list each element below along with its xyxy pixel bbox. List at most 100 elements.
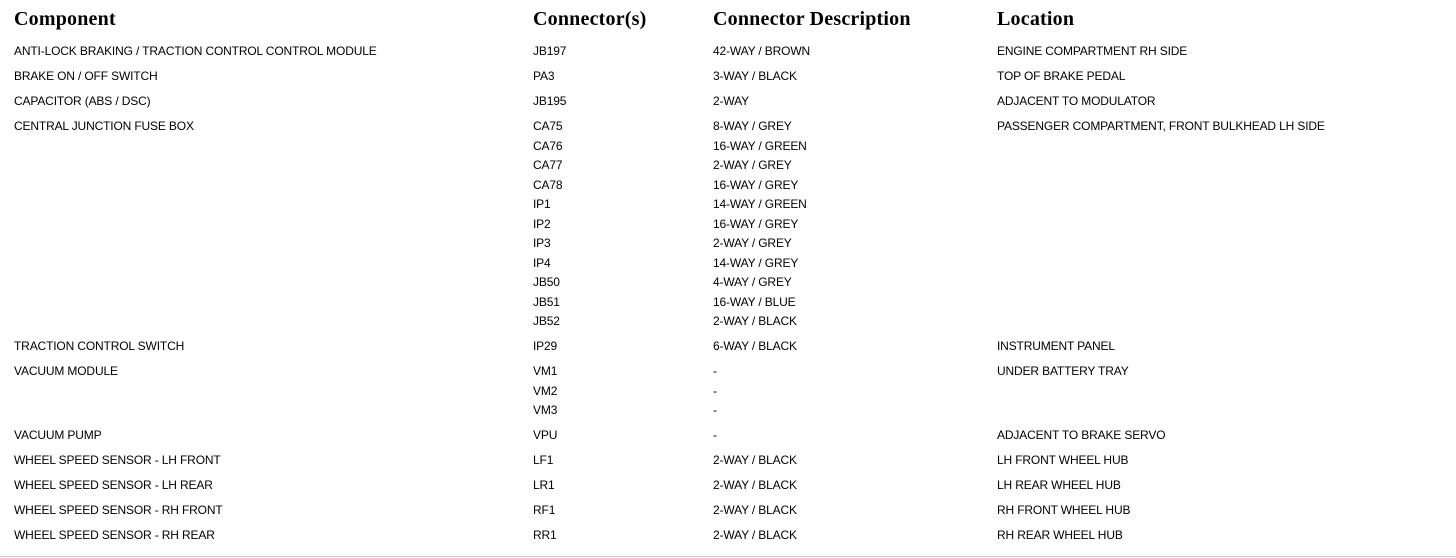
- connector-description: 3-WAY / BLACK: [713, 69, 797, 83]
- location-cell: ENGINE COMPARTMENT RH SIDE: [997, 44, 1188, 58]
- location-cell: INSTRUMENT PANEL: [997, 339, 1115, 353]
- connectors-cell: JB197: [533, 42, 713, 62]
- location-cell: RH REAR WHEEL HUB: [997, 528, 1123, 542]
- connectors-cell: VPU: [533, 426, 713, 446]
- component-cell: WHEEL SPEED SENSOR - RH REAR: [14, 528, 215, 542]
- connector-id: VM3: [533, 403, 558, 417]
- descriptions-cell: 2-WAY / BLACK: [713, 526, 997, 546]
- location-cell: ADJACENT TO MODULATOR: [997, 94, 1156, 108]
- descriptions-cell: 2-WAY / BLACK: [713, 451, 997, 471]
- component-cell: ANTI-LOCK BRAKING / TRACTION CONTROL CON…: [14, 44, 377, 58]
- connector-id: JB195: [533, 94, 567, 108]
- connector-id: VM2: [533, 383, 558, 398]
- connector-description: 4-WAY / GREY: [713, 275, 792, 289]
- connector-description: -: [713, 403, 717, 417]
- descriptions-cell: 2-WAY / BLACK: [713, 476, 997, 496]
- connector-id: VM1: [533, 364, 558, 378]
- location-cell: TOP OF BRAKE PEDAL: [997, 69, 1126, 83]
- component-cell: WHEEL SPEED SENSOR - LH REAR: [14, 478, 213, 492]
- component-cell: TRACTION CONTROL SWITCH: [14, 339, 185, 353]
- table-row: WHEEL SPEED SENSOR - LH FRONT LF1 2-WAY / …: [14, 451, 1456, 471]
- column-header-description: Connector Description: [713, 8, 911, 30]
- column-header-connectors: Connector(s): [533, 8, 647, 30]
- connector-id: JB197: [533, 44, 567, 58]
- component-cell: VACUUM PUMP: [14, 428, 102, 442]
- connector-description: 2-WAY: [713, 94, 749, 108]
- connectors-cell: LR1: [533, 476, 713, 496]
- connector-id: IP29: [533, 339, 558, 353]
- connector-id: JB51: [533, 294, 560, 309]
- connector-description: 42-WAY / BROWN: [713, 44, 811, 58]
- connector-description: 16-WAY / BLUE: [713, 294, 796, 309]
- connector-description: 2-WAY / BLACK: [713, 478, 797, 492]
- column-header-location: Location: [997, 8, 1075, 30]
- location-cell: ADJACENT TO BRAKE SERVO: [997, 428, 1166, 442]
- table-row: VACUUM PUMP VPU - ADJACENT TO BRAKE SERVO: [14, 426, 1456, 446]
- table-row: TRACTION CONTROL SWITCH IP29 6-WAY / BLACK…: [14, 337, 1456, 357]
- connector-description: -: [713, 364, 717, 378]
- connectors-cell: RF1: [533, 501, 713, 521]
- column-header-component: Component: [14, 8, 116, 30]
- connector-description: 16-WAY / GREEN: [713, 138, 807, 153]
- location-cell: LH FRONT WHEEL HUB: [997, 453, 1129, 467]
- connector-id: CA76: [533, 138, 563, 153]
- connectors-cell: RR1: [533, 526, 713, 546]
- connector-id: LR1: [533, 478, 555, 492]
- component-cell: BRAKE ON / OFF SWITCH: [14, 69, 158, 83]
- connector-id: VPU: [533, 428, 558, 442]
- table-header-row: Component Connector(s) Connector Descrip…: [14, 6, 1456, 32]
- component-cell: WHEEL SPEED SENSOR - LH FRONT: [14, 453, 221, 467]
- table-body: ANTI-LOCK BRAKING / TRACTION CONTROL CON…: [14, 42, 1456, 546]
- connector-description: -: [713, 383, 717, 398]
- connectors-cell: PA3: [533, 67, 713, 87]
- connector-id: CA77: [533, 158, 563, 172]
- component-cell: CENTRAL JUNCTION FUSE BOX: [14, 119, 194, 133]
- descriptions-cell: 2-WAY: [713, 92, 997, 112]
- table-row: WHEEL SPEED SENSOR - LH REAR LR1 2-WAY / B…: [14, 476, 1456, 496]
- location-cell: LH REAR WHEEL HUB: [997, 478, 1121, 492]
- connector-description: -: [713, 428, 717, 442]
- connector-id: IP1: [533, 197, 551, 211]
- connector-description: 16-WAY / GREY: [713, 216, 799, 231]
- location-cell: UNDER BATTERY TRAY: [997, 364, 1129, 378]
- connector-description: 2-WAY / GREY: [713, 236, 792, 250]
- connector-id: CA75: [533, 119, 563, 133]
- connector-id: RR1: [533, 528, 557, 542]
- connector-description: 2-WAY / BLACK: [713, 528, 797, 542]
- location-cell: PASSENGER COMPARTMENT, FRONT BULKHEAD LH…: [997, 119, 1325, 133]
- descriptions-cell: - - -: [713, 362, 997, 421]
- connectors-cell: JB195: [533, 92, 713, 112]
- descriptions-cell: 42-WAY / BROWN: [713, 42, 997, 62]
- connector-id: IP4: [533, 255, 551, 270]
- connector-id: IP2: [533, 216, 551, 231]
- component-cell: CAPACITOR (ABS / DSC): [14, 94, 151, 108]
- connector-description: 8-WAY / GREY: [713, 119, 792, 133]
- descriptions-cell: 3-WAY / BLACK: [713, 67, 997, 87]
- connector-description: 14-WAY / GREY: [713, 255, 799, 270]
- descriptions-cell: 2-WAY / BLACK: [713, 501, 997, 521]
- connector-id: IP3: [533, 236, 551, 250]
- connector-id: LF1: [533, 453, 554, 467]
- table-row: ANTI-LOCK BRAKING / TRACTION CONTROL CON…: [14, 42, 1456, 62]
- descriptions-cell: -: [713, 426, 997, 446]
- connector-description: 14-WAY / GREEN: [713, 197, 807, 211]
- connector-description: 2-WAY / BLACK: [713, 503, 797, 517]
- location-cell: RH FRONT WHEEL HUB: [997, 503, 1131, 517]
- table-row: CAPACITOR (ABS / DSC) JB195 2-WAY ADJACENT …: [14, 92, 1456, 112]
- table-row: WHEEL SPEED SENSOR - RH REAR RR1 2-WAY / B…: [14, 526, 1456, 546]
- connector-id: JB50: [533, 275, 560, 289]
- descriptions-cell: 8-WAY / GREY 16-WAY / GREEN 2-WAY / GREY 16…: [713, 117, 997, 332]
- component-cell: VACUUM MODULE: [14, 364, 118, 378]
- connector-description: 6-WAY / BLACK: [713, 339, 797, 353]
- connector-description: 16-WAY / GREY: [713, 177, 799, 192]
- connector-id: RF1: [533, 503, 556, 517]
- connector-id: JB52: [533, 314, 560, 328]
- connector-id: CA78: [533, 177, 563, 192]
- connector-description: 2-WAY / BLACK: [713, 314, 797, 328]
